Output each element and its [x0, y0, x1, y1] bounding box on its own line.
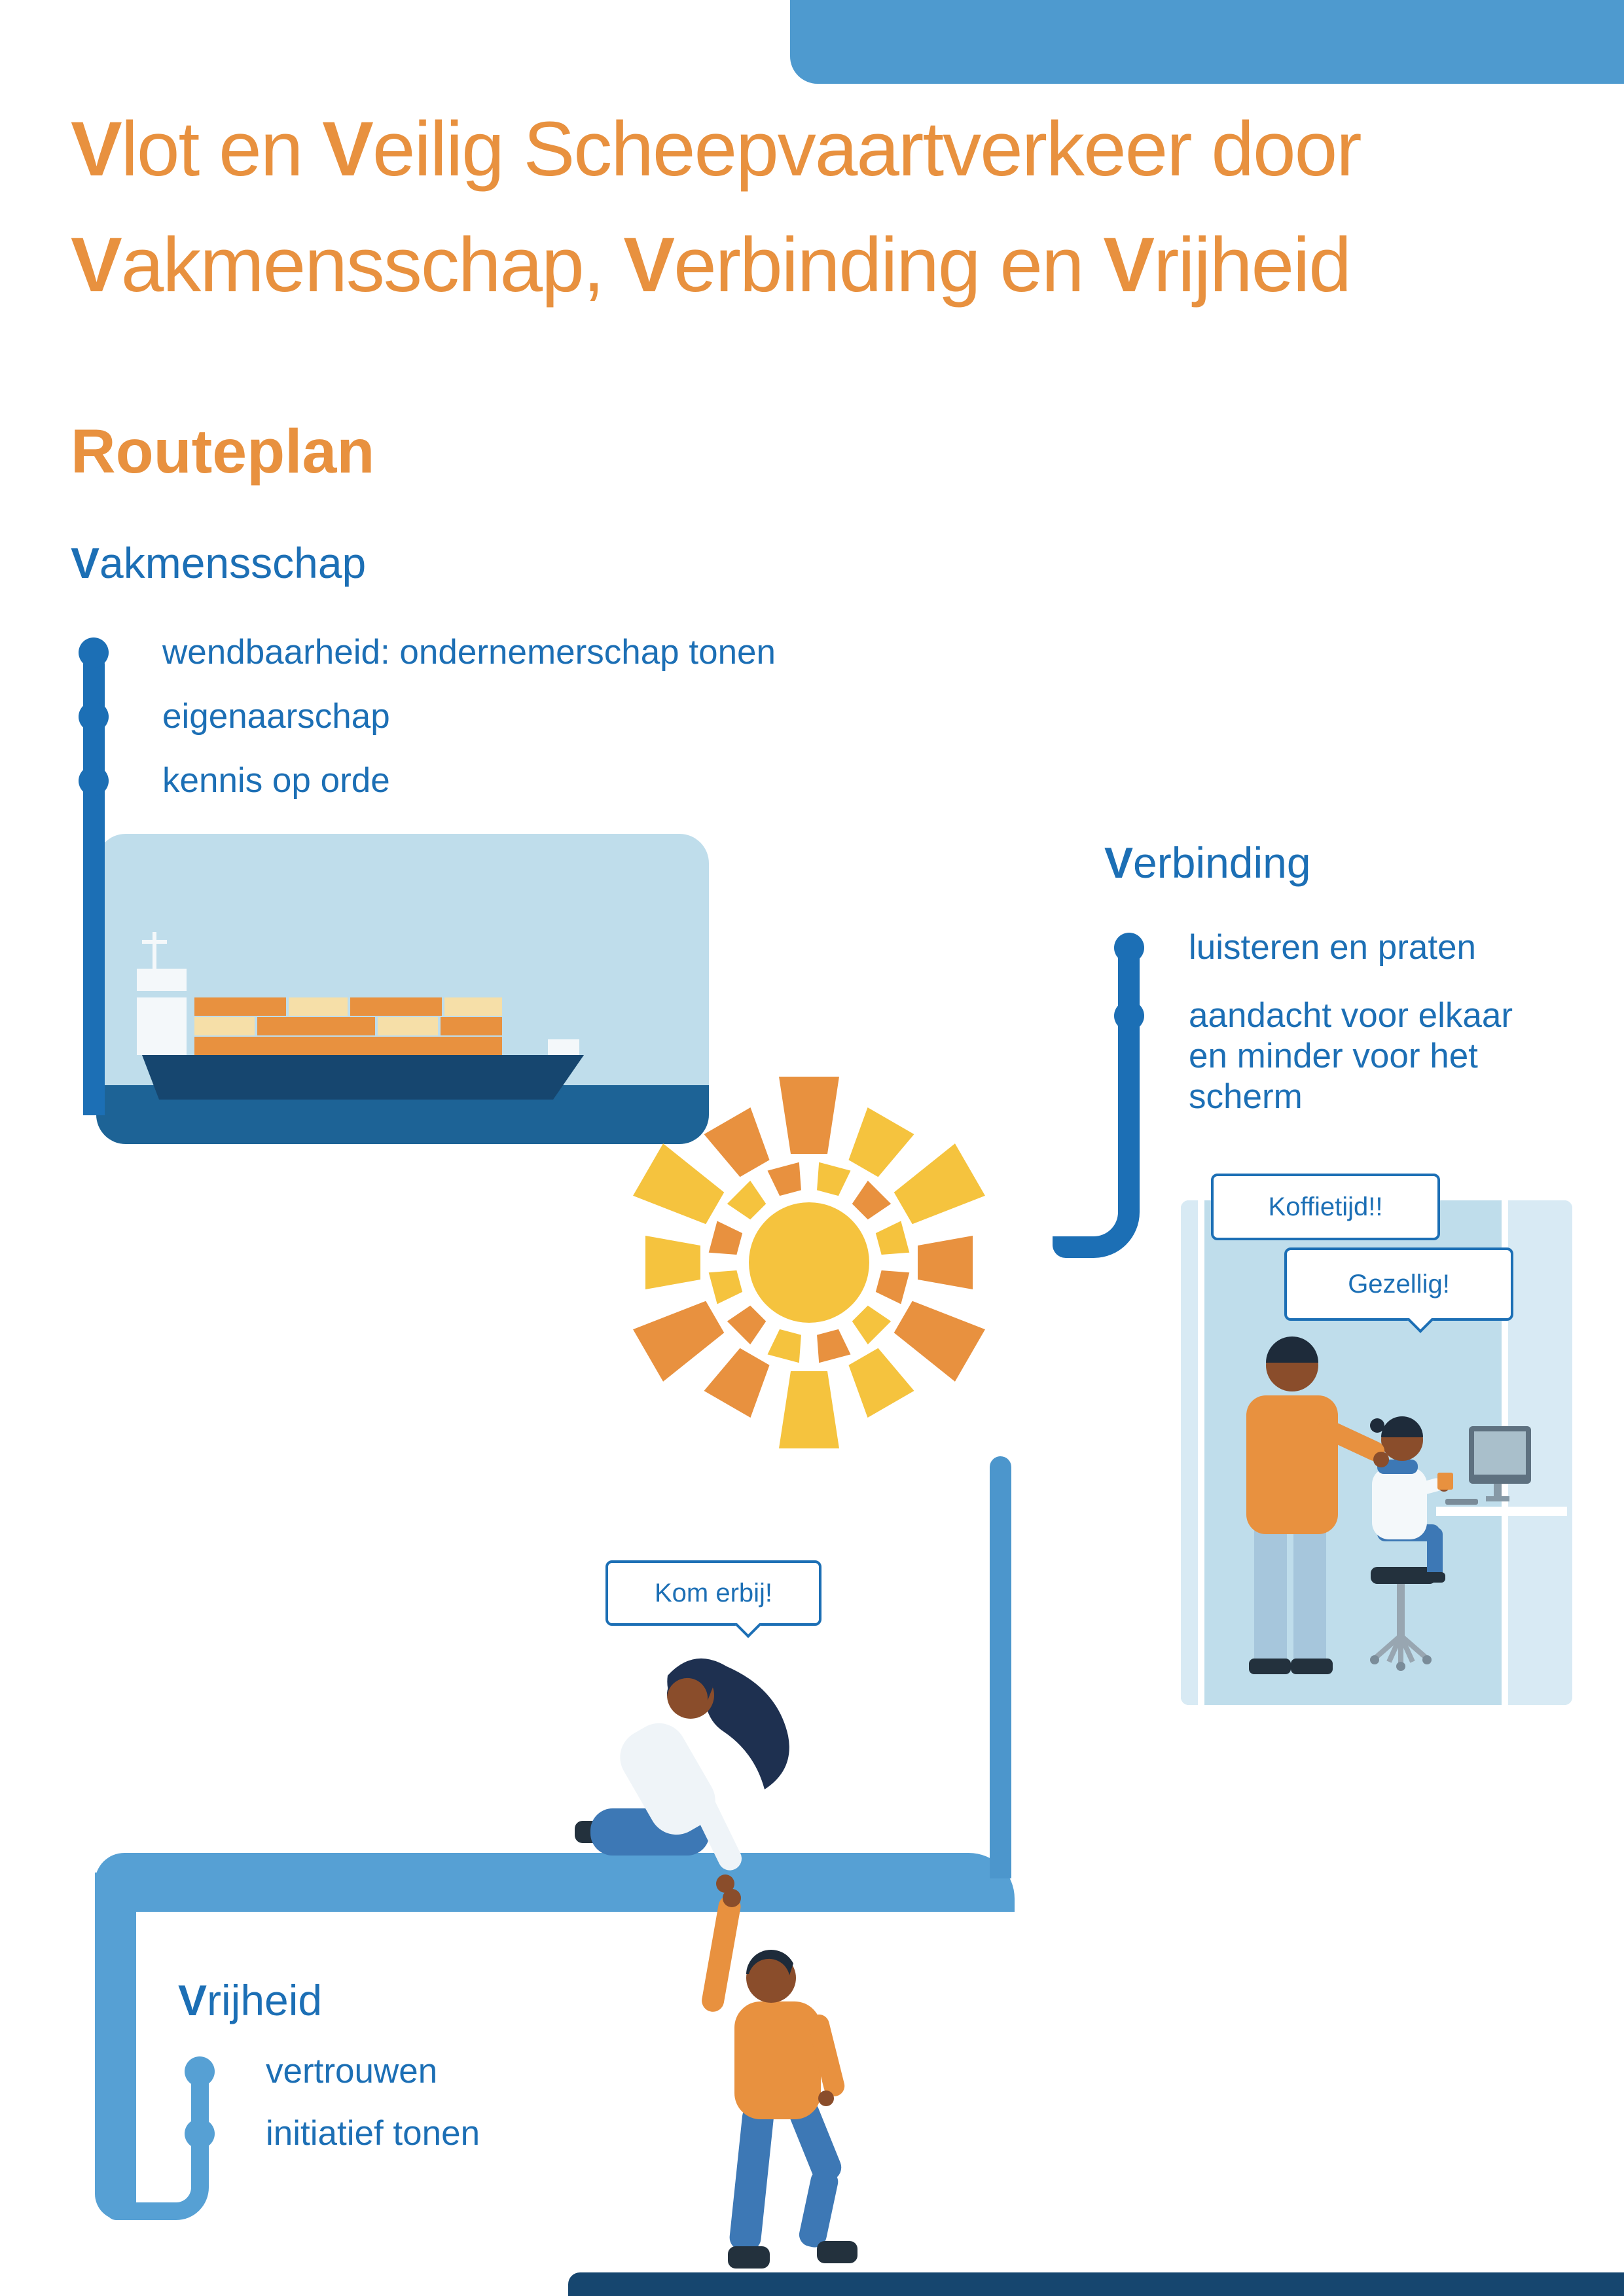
standing-person	[1246, 1336, 1389, 1674]
bullet-dot	[79, 637, 109, 668]
title-line-2: Vakmensschap, Verbinding en Vrijheid	[71, 207, 1361, 323]
verbinding-bullet-list: luisteren en praten aandacht voor elkaar…	[1114, 927, 1555, 1145]
sun-rays	[633, 1077, 985, 1448]
route-verbinding-elbow	[1053, 948, 1140, 1258]
title-line-1: Vlot en Veilig Scheepvaartverkeer door	[71, 92, 1362, 207]
route-band	[95, 1853, 1015, 1912]
heading-rest: rijheid	[207, 1976, 323, 2024]
keyboard	[1445, 1499, 1478, 1505]
title-initial: V	[322, 106, 374, 192]
bullet-item: initiatief tonen	[185, 2113, 480, 2154]
bullet-item: kennis op orde	[79, 761, 776, 801]
bullet-label: eigenaarschap	[162, 697, 390, 736]
container-ship-illustration	[96, 932, 709, 1144]
heading-initial: V	[1104, 838, 1134, 887]
sun-core	[749, 1202, 869, 1323]
coffee-scene-illustration	[1181, 1200, 1572, 1705]
section-verbinding-heading: Verbinding	[1104, 838, 1311, 888]
vrijheid-bullet-list: vertrouwen initiatief tonen	[185, 2051, 480, 2176]
subtitle-routeplan: Routeplan	[71, 417, 375, 486]
ship-bow-house	[548, 1039, 579, 1055]
speech-bubble-label: Kom erbij!	[654, 1578, 773, 1607]
title-segment: akmensschap,	[120, 222, 624, 308]
bullet-dot	[185, 2119, 215, 2149]
speech-bubble-koffietijd: Koffietijd!!	[1211, 1174, 1440, 1240]
bullet-item: aandacht voor elkaar en minder voor het …	[1114, 996, 1555, 1117]
poster-title: Vlot en Veilig Scheepvaartverkeer door V…	[71, 92, 1362, 323]
bullet-dot	[79, 702, 109, 732]
vakmensschap-bullet-list: wendbaarheid: ondernemerschap tonen eige…	[79, 632, 776, 825]
bullet-label: vertrouwen	[266, 2052, 438, 2090]
ship-hull	[142, 1055, 584, 1100]
title-initial: V	[1103, 222, 1155, 308]
sitting-person	[1370, 1416, 1453, 1583]
title-segment: rijheid	[1153, 222, 1352, 308]
title-segment: eilig Scheepvaartverkeer door	[372, 106, 1362, 192]
climber-person	[702, 1889, 857, 2269]
ship-bridge	[137, 969, 187, 1055]
speech-bubble-gezellig: Gezellig!	[1284, 1247, 1513, 1333]
bullet-dot	[79, 766, 109, 796]
route-descender-line	[990, 1456, 1011, 1878]
section-vrijheid-heading: Vrijheid	[178, 1975, 322, 2025]
route-left-line	[95, 1873, 136, 2220]
heading-rest: erbinding	[1133, 838, 1311, 887]
climbing-scene-illustration	[556, 1623, 884, 2296]
bullet-dot	[1114, 1001, 1144, 1031]
desk	[1436, 1499, 1567, 1516]
sun-illustration	[613, 1066, 1005, 1459]
coffee-cup	[1437, 1473, 1453, 1490]
bullet-dot	[1114, 933, 1144, 963]
section-vakmensschap-heading: Vakmensschap	[71, 538, 366, 588]
bullet-label: aandacht voor elkaar en minder voor het …	[1189, 996, 1513, 1116]
top-right-corner-tab	[790, 0, 1624, 84]
heading-rest: akmensschap	[99, 539, 367, 587]
bullet-item: eigenaarschap	[79, 696, 776, 737]
bullet-label: kennis op orde	[162, 761, 390, 800]
title-initial: V	[623, 222, 675, 308]
ship-mast	[153, 932, 156, 969]
bullet-label: luisteren en praten	[1189, 928, 1477, 967]
ship-containers	[194, 997, 502, 1055]
office-chair	[1370, 1567, 1436, 1671]
bullet-label: initiatief tonen	[266, 2114, 480, 2153]
bullet-dot	[185, 2056, 215, 2087]
title-initial: V	[71, 222, 122, 308]
title-segment: lot en	[120, 106, 323, 192]
ship-panel	[96, 834, 709, 1144]
bullet-item: wendbaarheid: ondernemerschap tonen	[79, 632, 776, 673]
bullet-item: luisteren en praten	[1114, 927, 1555, 968]
helper-person	[575, 1658, 789, 1893]
bullet-label: wendbaarheid: ondernemerschap tonen	[162, 633, 776, 672]
title-initial: V	[71, 106, 122, 192]
bottom-bar	[568, 2272, 1624, 2296]
monitor	[1469, 1426, 1531, 1501]
bullet-item: vertrouwen	[185, 2051, 480, 2092]
speech-bubble-kom-erbij: Kom erbij!	[605, 1560, 821, 1638]
speech-bubble-label: Koffietijd!!	[1268, 1192, 1383, 1221]
heading-initial: V	[178, 1976, 208, 2024]
speech-bubble-label: Gezellig!	[1348, 1269, 1450, 1299]
title-segment: erbinding en	[674, 222, 1104, 308]
heading-initial: V	[71, 539, 100, 587]
